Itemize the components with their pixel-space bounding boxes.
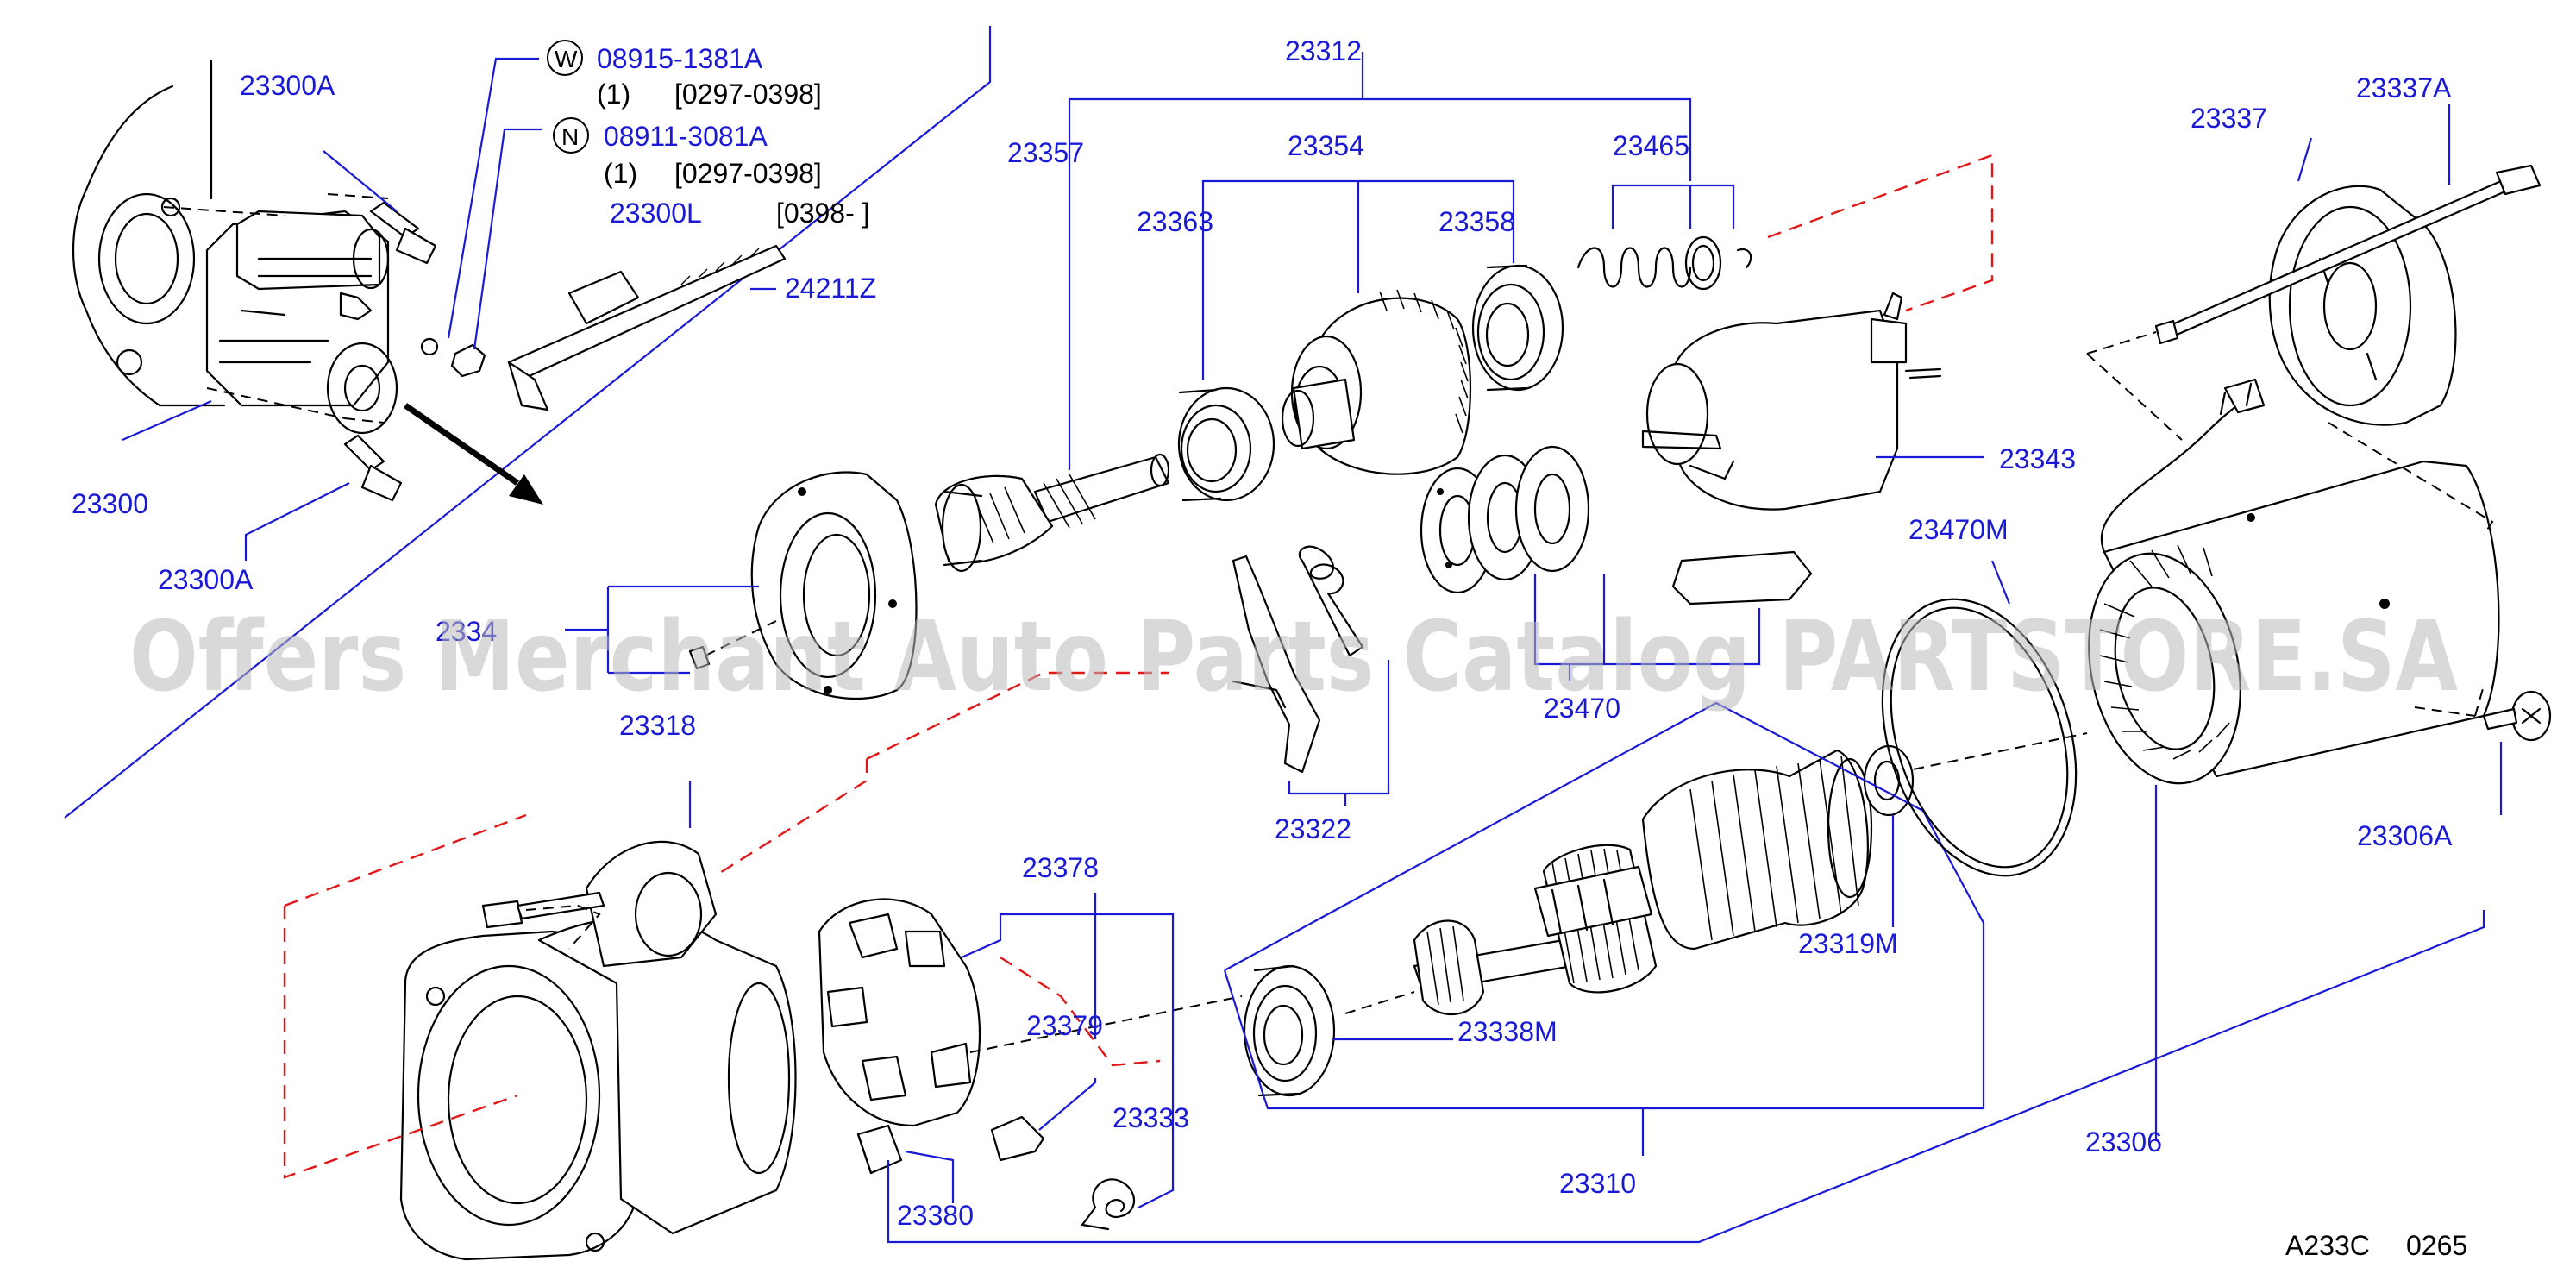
callout-23337: 23337 (2191, 103, 2267, 134)
callout-23310: 23310 (1559, 1168, 1636, 1199)
armature-23310-shape (1223, 701, 2088, 1156)
pinion-clutch-group (934, 52, 1994, 573)
callout-23358: 23358 (1438, 206, 1515, 237)
clutch-23354-shape (1281, 289, 1472, 475)
callout-23343: 23343 (1999, 443, 2076, 474)
front-housing-group (283, 671, 1169, 1261)
brush-23379-shape (990, 1115, 1045, 1162)
legend-n-range: [0297-0398] (674, 158, 822, 189)
callout-23354: 23354 (1288, 130, 1364, 161)
legend-n-symbol: N (561, 123, 579, 150)
callout-23300: 23300 (72, 488, 148, 519)
lock-washer-shape (420, 337, 439, 356)
callout-23312: 23312 (1285, 35, 1362, 66)
section-divider-line (64, 26, 992, 819)
callout-23378: 23378 (1022, 852, 1099, 883)
center-housing-23341-shape (750, 471, 918, 700)
solenoid-23343-shape (1641, 292, 1984, 511)
legend-l-range: [0398- ] (776, 198, 870, 229)
callout-23300A-bottom: 23300A (158, 564, 254, 595)
through-bolt-23337A-shape (2154, 104, 2542, 345)
bearing-23319M-shape (1863, 744, 1915, 817)
watermark-text: Offers Merchant Auto Parts Catalog PARTS… (129, 601, 2458, 713)
legend-n-qty: (1) (604, 158, 637, 189)
bearing-23363-shape (1177, 386, 1275, 502)
callout-23306: 23306 (2085, 1126, 2162, 1158)
bearing-23358-shape (1471, 264, 1564, 392)
callout-23379: 23379 (1026, 1010, 1103, 1041)
legend-w-qty: (1) (597, 78, 630, 110)
brush-holder-group (818, 893, 2485, 1244)
callout-23306A: 23306A (2357, 820, 2453, 851)
drive-lever-group (1232, 445, 1813, 806)
callout-2334: 2334 (436, 616, 497, 647)
nut-symbol-circle (553, 117, 589, 154)
rear-cover-23337-shape (2268, 137, 2457, 426)
center-housing-group (565, 471, 918, 700)
direction-arrow (404, 403, 519, 486)
callout-23357: 23357 (1007, 137, 1084, 168)
callout-23465: 23465 (1613, 130, 1689, 161)
callout-23322: 23322 (1275, 813, 1351, 844)
brush-23380-shape (856, 1124, 903, 1175)
callout-23363: 23363 (1137, 206, 1213, 237)
bearing-23338M-shape (1243, 964, 1336, 1097)
bolt-23300A-bottom-shape (343, 434, 403, 502)
drawing-number: 0265 (2406, 1230, 2467, 1261)
part-legend: W 08915-1381A (1) [0297-0398] N 08911-30… (547, 40, 870, 229)
yoke-23306-shape (2086, 331, 2552, 1139)
bolt-23300A-top-shape (369, 201, 437, 265)
through-bolt-front-shape (481, 900, 523, 929)
callout-23338M: 23338M (1457, 1016, 1558, 1047)
torsion-spring-23322-shape (1298, 545, 1364, 657)
legend-n-part: 08911-3081A (604, 121, 768, 152)
drawing-code: A233C (2285, 1230, 2370, 1261)
spring-23465-shape (1576, 235, 1752, 291)
callout-23333: 23333 (1113, 1102, 1189, 1133)
brush-spring-23333-shape (1081, 1178, 1135, 1231)
lever-pack-23470-shape (1420, 445, 1590, 594)
starter-assembly-inset (72, 57, 787, 561)
callout-23337A: 23337A (2356, 72, 2452, 104)
screw-23306A-shape (2482, 690, 2552, 742)
o-ring-23470M-shape (1881, 560, 2078, 877)
legend-l-part: 23300L (610, 198, 702, 229)
shift-lever-shape (1232, 555, 1321, 774)
callout-23470: 23470 (1544, 693, 1620, 724)
cable-tie-24211Z-shape (507, 244, 787, 411)
washer-symbol-circle (547, 40, 583, 76)
legend-w-part: 08915-1381A (597, 43, 763, 74)
legend-w-range: [0297-0398] (674, 78, 822, 110)
hex-nut-shape (450, 343, 486, 378)
callout-23380: 23380 (897, 1200, 974, 1231)
pinion-shaft-23357-shape (934, 453, 1170, 573)
callout-23470M: 23470M (1908, 514, 2009, 545)
front-housing-plate-shape (399, 930, 640, 1261)
rubber-pad-shape (1671, 550, 1813, 605)
legend-w-symbol: W (555, 46, 578, 72)
callout-23318: 23318 (619, 710, 696, 741)
callout-23319M: 23319M (1798, 928, 1898, 959)
callout-23300A-top: 23300A (240, 70, 335, 101)
callout-24211Z: 24211Z (785, 273, 876, 304)
